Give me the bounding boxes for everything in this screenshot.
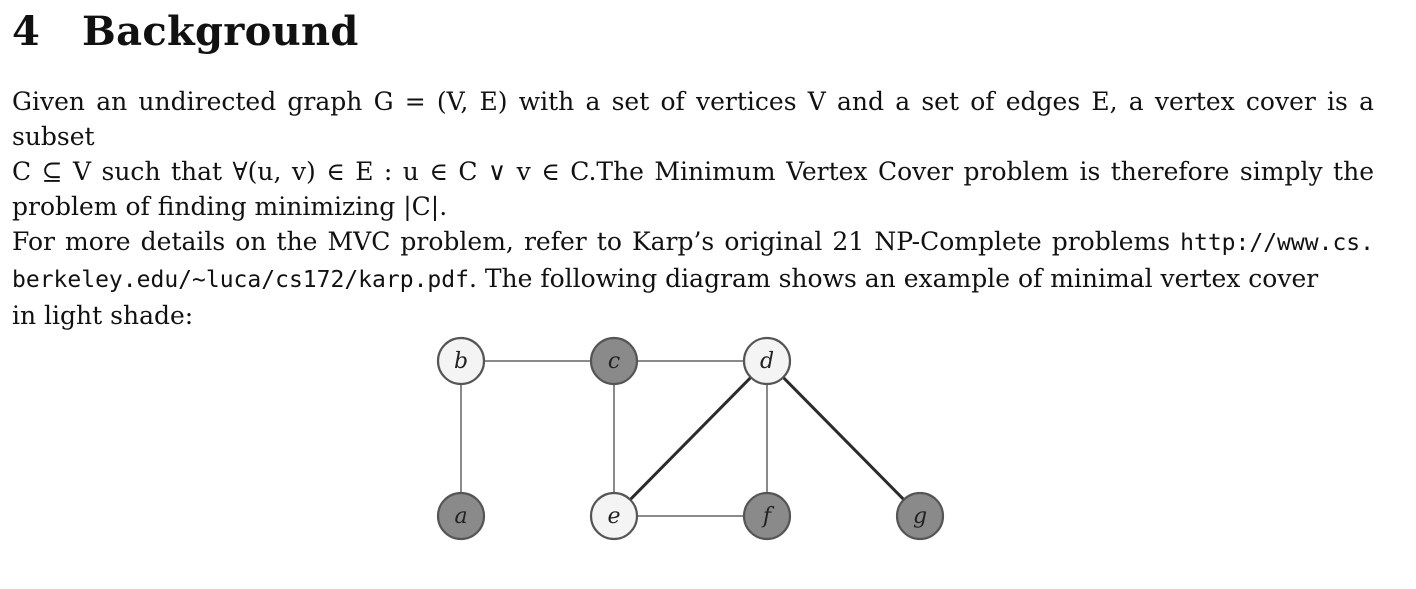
node-label-a: a: [454, 504, 467, 529]
section-title: Background: [82, 8, 359, 55]
graph-edges: [460, 359, 922, 518]
node-circle-e: [589, 491, 639, 541]
node-circle-g: [895, 491, 945, 541]
node-circle-b: [436, 336, 486, 386]
node-f: f: [742, 491, 792, 541]
node-circle-d: [742, 336, 792, 386]
paragraph-line-5: berkeley.edu/~luca/cs172/karp.pdf. The f…: [12, 261, 1374, 298]
node-d: d: [742, 336, 792, 386]
body-paragraph: Given an undirected graph G = (V, E) wit…: [12, 84, 1374, 333]
node-label-b: b: [454, 349, 468, 374]
paragraph-line-4: For more details on the MVC problem, ref…: [12, 224, 1374, 261]
paragraph-line-5-text: . The following diagram shows an example…: [468, 264, 1319, 293]
section-number: 4: [12, 8, 41, 55]
node-circle-f: [742, 491, 792, 541]
paragraph-line-6: in light shade:: [12, 301, 194, 330]
node-a: a: [436, 491, 486, 541]
node-b: b: [436, 336, 486, 386]
edge-d-g: [765, 359, 922, 518]
node-circle-c: [589, 336, 639, 386]
edge-d-e: [612, 359, 769, 518]
section-heading: 4 Background: [12, 8, 359, 55]
node-label-g: g: [913, 504, 927, 529]
paragraph-line-1: Given an undirected graph G = (V, E) wit…: [12, 87, 1374, 151]
paragraph-line-4-text: For more details on the MVC problem, ref…: [12, 227, 1171, 256]
karp-url-part-2[interactable]: berkeley.edu/~luca/cs172/karp.pdf: [12, 267, 469, 293]
node-e: e: [589, 491, 639, 541]
node-label-d: d: [760, 349, 774, 374]
paragraph-line-3: problem of finding minimizing |C|.: [12, 192, 448, 221]
node-label-e: e: [607, 504, 620, 529]
node-c: c: [589, 336, 639, 386]
karp-url-part-1[interactable]: http://www.cs.: [1180, 230, 1374, 256]
node-circle-a: [436, 491, 486, 541]
paragraph-line-2: C ⊆ V such that ∀(u, v) ∈ E : u ∈ C ∨ v …: [12, 157, 1374, 186]
node-g: g: [895, 491, 945, 541]
node-label-c: c: [608, 349, 620, 374]
graph-nodes: b c d a e f g: [436, 336, 945, 541]
